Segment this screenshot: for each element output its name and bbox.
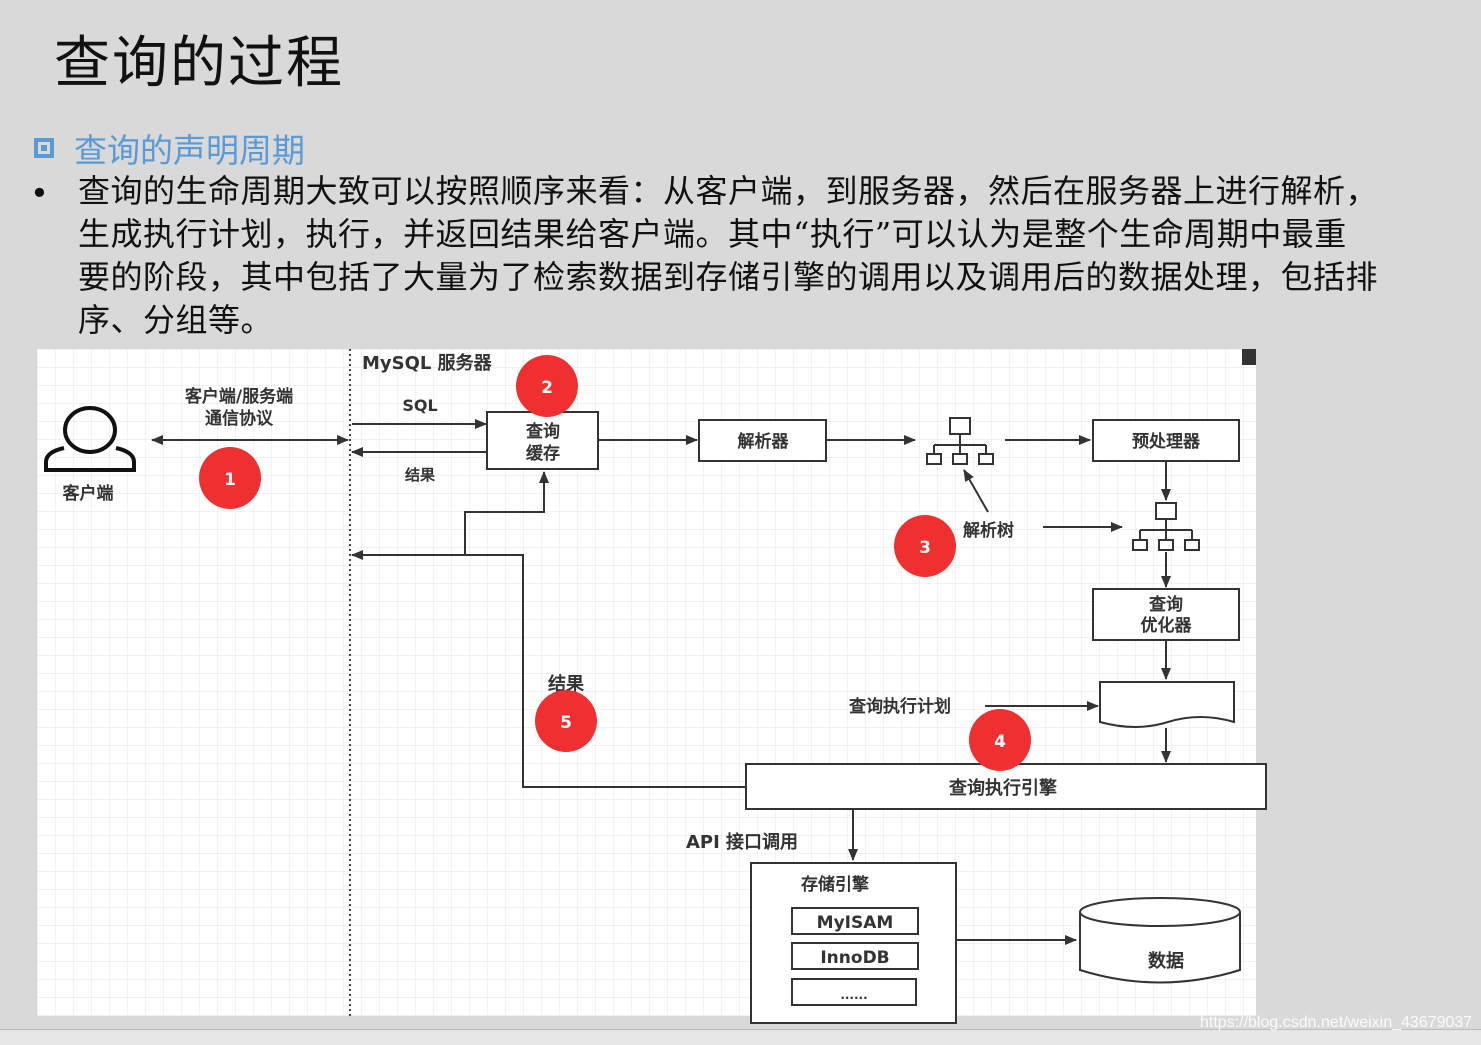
- optimizer-label-1: 查询: [1148, 594, 1183, 615]
- engine-innodb-label: InnoDB: [820, 948, 889, 968]
- optimizer-label-2: 优化器: [1141, 615, 1193, 636]
- result-return-arrow: [351, 550, 746, 788]
- api-call-label: API 接口调用: [686, 831, 798, 853]
- paragraph: 查询的生命周期大致可以按照顺序来看：从客户端，到服务器，然后在服务器上进行解析，…: [78, 172, 1379, 339]
- footer-bar: [0, 1029, 1481, 1045]
- tree-icon: [1132, 502, 1200, 551]
- engine-other-label: ......: [840, 988, 867, 1002]
- query-cache-box: [486, 411, 599, 470]
- tree-icon: [926, 417, 994, 465]
- step-4: 4: [994, 732, 1006, 752]
- cache-label-2: 缓存: [526, 443, 560, 464]
- protocol-label-2: 通信协议: [205, 408, 274, 429]
- step-1: 1: [224, 470, 236, 490]
- protocol-label-1: 客户端/服务端: [184, 386, 293, 407]
- engine-myisam: [791, 907, 919, 935]
- sql-label: SQL: [402, 396, 437, 415]
- optimizer-box: [1092, 588, 1240, 641]
- watermark: https://blog.csdn.net/weixin_43679037: [1200, 1014, 1473, 1031]
- cache-store-arrow: [464, 471, 549, 555]
- exec-engine-label: 查询执行引擎: [949, 777, 1057, 799]
- arrow-parse-tree: [963, 469, 989, 513]
- slide-title: 查询的过程: [54, 31, 344, 96]
- data-label: 数据: [1148, 950, 1184, 972]
- parse-tree-label: 解析树: [963, 520, 1014, 541]
- bullet-icon: •: [30, 174, 49, 212]
- database-icon: [1079, 897, 1241, 984]
- step-3: 3: [919, 538, 931, 558]
- result-label-bottom: 结果: [548, 673, 585, 695]
- engine-other: [791, 978, 917, 1006]
- result-label-top: 结果: [405, 466, 436, 484]
- engine-myisam-label: MyISAM: [817, 913, 894, 933]
- subtitle: 查询的声明周期: [34, 124, 305, 172]
- storage-engine-label: 存储引擎: [801, 874, 870, 895]
- step-markers: 1 2 3 4 5: [199, 355, 1031, 771]
- engine-innodb: [791, 942, 919, 970]
- square-bullet-icon: [34, 138, 54, 158]
- preprocessor-label: 预处理器: [1132, 431, 1201, 452]
- exec-plan-label: 查询执行计划: [848, 696, 951, 717]
- exec-engine-box: [745, 763, 1267, 810]
- user-icon: [44, 406, 136, 472]
- client-label: 客户端: [62, 483, 114, 504]
- parser-label: 解析器: [738, 431, 790, 452]
- cache-label-1: 查询: [525, 421, 560, 442]
- parser-box: [698, 419, 827, 462]
- subtitle-text: 查询的声明周期: [74, 131, 305, 170]
- step-5: 5: [560, 713, 572, 733]
- document-icon: [1099, 681, 1235, 728]
- server-label: MySQL 服务器: [362, 352, 493, 374]
- corner-icon: [1242, 349, 1256, 365]
- step-2: 2: [541, 378, 553, 398]
